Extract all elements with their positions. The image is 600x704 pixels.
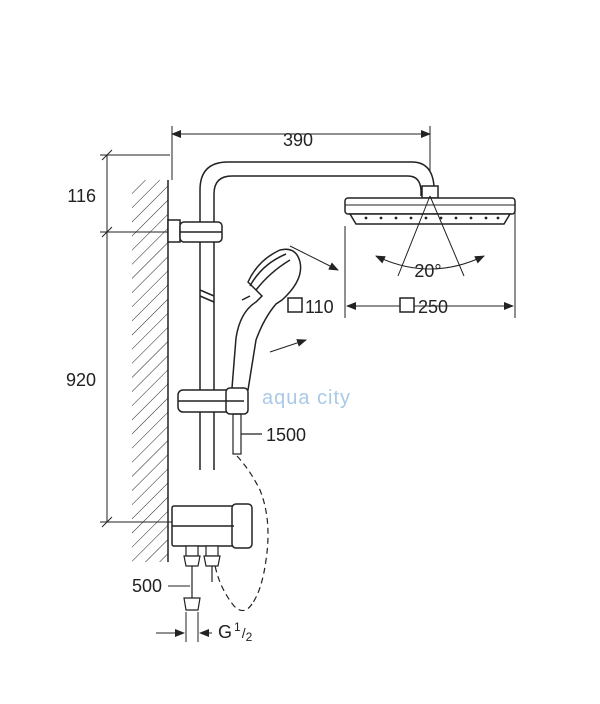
head-shower-nozzles <box>364 216 500 220</box>
wall-bracket <box>167 219 223 243</box>
hand-shower <box>231 248 302 391</box>
hose <box>213 413 269 612</box>
watermark: aqua city <box>262 387 351 409</box>
tilt-angle-indicator <box>375 195 485 277</box>
overall-width-label: 390 <box>283 130 313 150</box>
head-size-dimension <box>344 210 516 318</box>
vertical-dimensions <box>100 149 182 528</box>
inlet-center-label: 500 <box>132 576 162 596</box>
wall <box>132 180 169 562</box>
shower-arm <box>199 161 435 470</box>
slide-holder <box>177 387 249 415</box>
arm-drop-label: 116 <box>67 186 96 206</box>
water-inlets <box>183 545 221 611</box>
thread-dimension <box>156 612 212 642</box>
hand-size-dimension <box>269 245 339 353</box>
head-size-label: 250 <box>418 297 448 317</box>
tilt-angle-label: 20° <box>414 261 441 281</box>
hand-size-label: 110 <box>305 297 334 317</box>
hose-length-label: 1500 <box>266 425 306 445</box>
head-shower <box>344 185 516 225</box>
thermostat-mixer <box>171 503 253 549</box>
rail-height-label: 920 <box>66 370 96 390</box>
